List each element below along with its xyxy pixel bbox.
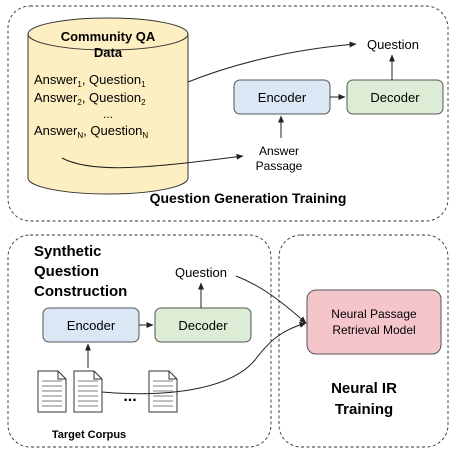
question-generation-training-section xyxy=(7,5,449,222)
documents-ellipsis: ... xyxy=(123,388,136,405)
document-icon xyxy=(73,370,103,413)
qa-row-1: Answer1, Question1 xyxy=(34,72,146,89)
qa-data-title-line1: Community QA xyxy=(61,29,156,44)
question-text: Question xyxy=(89,90,141,105)
qa-data-title-line2: Data xyxy=(94,45,123,60)
answer-passage-label-line1: Answer xyxy=(259,144,299,158)
model-label-line1: Neural Passage xyxy=(331,307,417,321)
model-label-line2: Retrieval Model xyxy=(332,323,415,337)
arrow-data-to-answer-passage xyxy=(61,153,244,169)
question-text: Question xyxy=(89,72,141,87)
answer-text: Answer xyxy=(34,90,78,105)
arrow-data-to-question xyxy=(187,41,357,83)
target-corpus-label: Target Corpus xyxy=(52,429,126,441)
answer-passage-label-line2: Passage xyxy=(256,159,303,173)
answer-subscript: 1 xyxy=(77,80,82,89)
answer-subscript: 2 xyxy=(77,98,82,107)
cylinder-top xyxy=(27,17,189,51)
synthetic-title-line1: Synthetic xyxy=(34,243,102,260)
cylinder-body xyxy=(27,34,189,195)
document-icon xyxy=(37,370,67,413)
synthetic-question-construction-section xyxy=(7,234,272,448)
qg-encoder-label: Encoder xyxy=(258,90,307,105)
qg-decoder-label: Decoder xyxy=(370,90,420,105)
document-icon xyxy=(148,370,178,413)
qa-rows-ellipsis: ... xyxy=(103,107,113,121)
synthetic-question-label: Question xyxy=(175,265,227,280)
qg-training-title: Question Generation Training xyxy=(150,190,347,206)
synthetic-title-line2: Question xyxy=(34,263,99,280)
arrow-corpus-to-model xyxy=(101,321,307,395)
question-text: Question xyxy=(90,123,142,138)
qa-row-2: Answer2, Question2 xyxy=(34,90,146,107)
question-subscript: N xyxy=(142,131,148,140)
neural-ir-training-section xyxy=(278,234,449,448)
neural-ir-title-line1: Neural IR xyxy=(331,380,397,397)
question-subscript: 2 xyxy=(141,98,146,107)
question-subscript: 1 xyxy=(141,80,146,89)
qg-question-label: Question xyxy=(367,37,419,52)
separator: , xyxy=(82,90,89,105)
qg-decoder-box xyxy=(346,79,444,115)
neural-ir-title-line2: Training xyxy=(335,401,393,418)
answer-text: Answer xyxy=(34,72,78,87)
arrow-question-to-model xyxy=(235,275,307,324)
answer-text: Answer xyxy=(34,123,78,138)
qa-row-n: AnswerN, QuestionN xyxy=(34,123,148,140)
answer-subscript: N xyxy=(77,131,83,140)
neural-passage-retrieval-model-box xyxy=(306,289,442,355)
synthetic-encoder-label: Encoder xyxy=(67,318,116,333)
synthetic-title-line3: Construction xyxy=(34,283,127,300)
synthetic-decoder-box xyxy=(154,307,252,343)
separator: , xyxy=(83,123,90,138)
community-qa-data-cylinder xyxy=(27,17,189,195)
separator: , xyxy=(82,72,89,87)
synthetic-decoder-label: Decoder xyxy=(178,318,228,333)
